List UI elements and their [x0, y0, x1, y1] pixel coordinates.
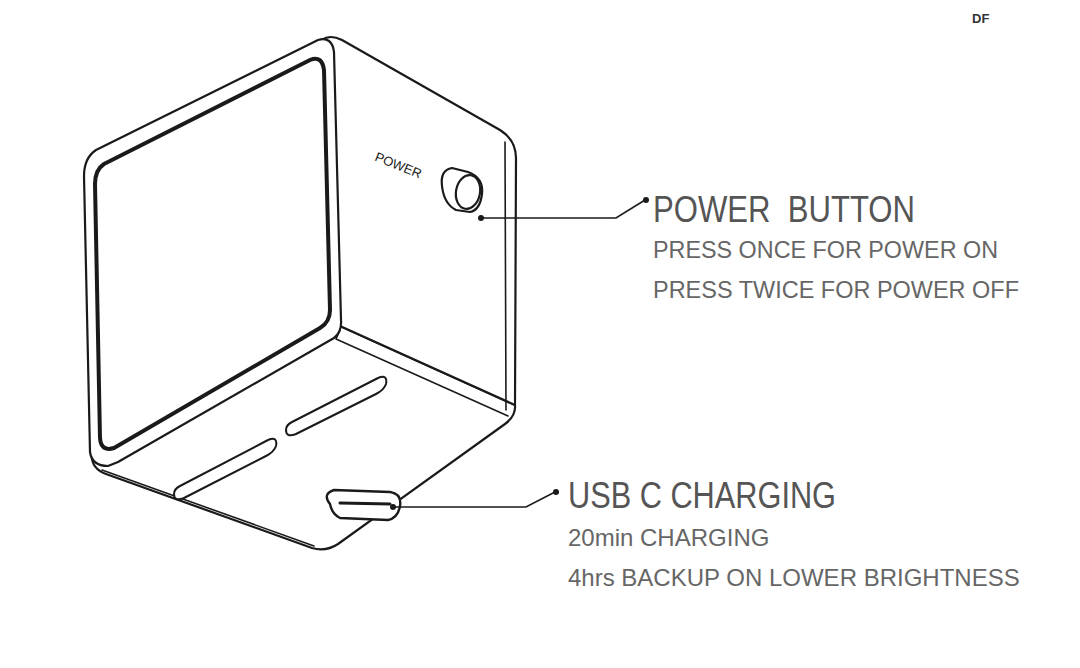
front-panel [95, 59, 330, 449]
edge-line [505, 142, 506, 410]
side-face [322, 37, 516, 405]
callout-heading: USB C CHARGING [568, 478, 836, 514]
leader-dot [643, 197, 649, 203]
callout-note: 20min CHARGING [568, 526, 769, 550]
leader-line [393, 492, 555, 507]
callout-note: 4hrs BACKUP ON LOWER BRIGHTNESS [568, 566, 1020, 590]
power-button [453, 173, 483, 211]
edge-line [102, 330, 508, 546]
watermark: DF [972, 12, 989, 25]
leader-lines [393, 200, 645, 507]
callout-note: PRESS TWICE FOR POWER OFF [653, 278, 1019, 302]
leader-dot [553, 489, 559, 495]
usb-c-port [340, 503, 390, 504]
leader-line [481, 200, 645, 218]
callout-heading: POWER BUTTON [653, 192, 915, 228]
callout-note: PRESS ONCE FOR POWER ON [653, 238, 998, 262]
vent-slot [286, 377, 386, 435]
front-face [84, 39, 341, 466]
leader-dot [478, 215, 484, 221]
leader-dot [390, 504, 396, 510]
power-button [442, 168, 483, 212]
usb-c-port [327, 490, 400, 520]
vent-slot [174, 439, 276, 499]
